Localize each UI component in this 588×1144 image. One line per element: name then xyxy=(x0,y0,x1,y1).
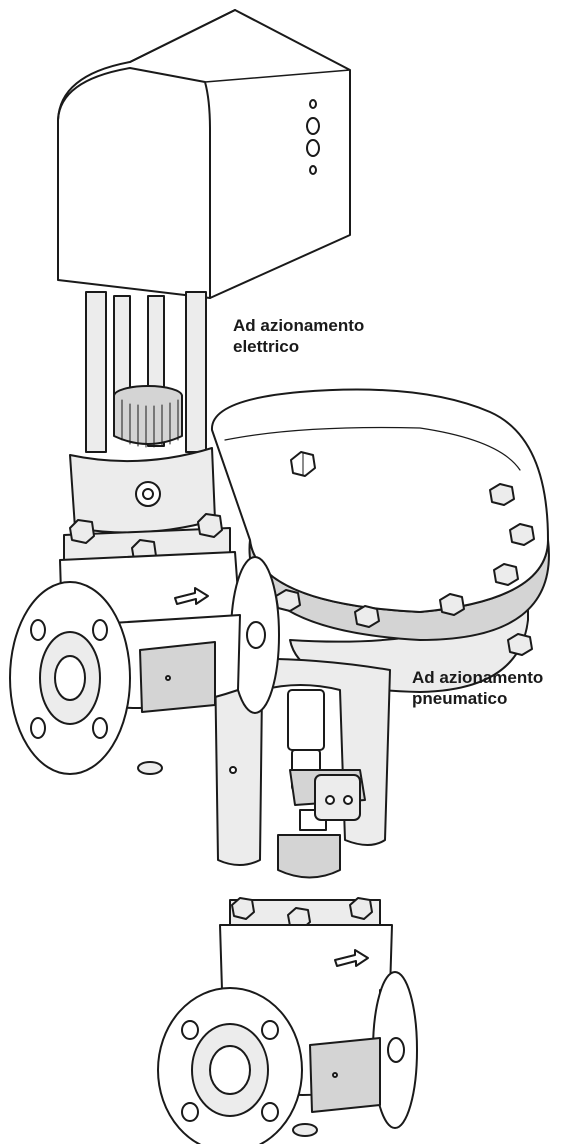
label-electric-line1: Ad azionamento xyxy=(233,316,365,335)
flow-arrow-icon xyxy=(335,950,368,966)
diaphragm-dome xyxy=(212,390,548,613)
stem-coupling xyxy=(278,690,365,878)
pneumatic-actuator xyxy=(158,390,549,1144)
flow-arrow-icon xyxy=(175,588,208,604)
flange-lower-left xyxy=(158,988,302,1144)
label-electric-line2: elettrico xyxy=(233,337,300,356)
label-electric-actuator: Ad azionamento elettrico xyxy=(233,315,364,357)
center-bolt-icon xyxy=(291,452,315,476)
label-pneumatic-actuator: Ad azionamento pneumatico xyxy=(412,667,543,709)
flange-lower-right xyxy=(373,972,417,1128)
flange-upper-left xyxy=(10,582,130,774)
bonnet-bolts xyxy=(232,898,372,929)
handwheel-icon xyxy=(114,386,182,447)
label-pneumatic-line2: pneumatico xyxy=(412,689,508,708)
actuator-housing xyxy=(58,10,350,298)
electric-actuator xyxy=(10,10,350,774)
label-pneumatic-line1: Ad azionamento xyxy=(412,668,544,687)
flange-bolts xyxy=(276,484,534,655)
valve-body-lower xyxy=(220,925,392,1000)
indicator-lamps xyxy=(307,100,319,174)
upper-bonnet-bolts xyxy=(70,514,222,563)
